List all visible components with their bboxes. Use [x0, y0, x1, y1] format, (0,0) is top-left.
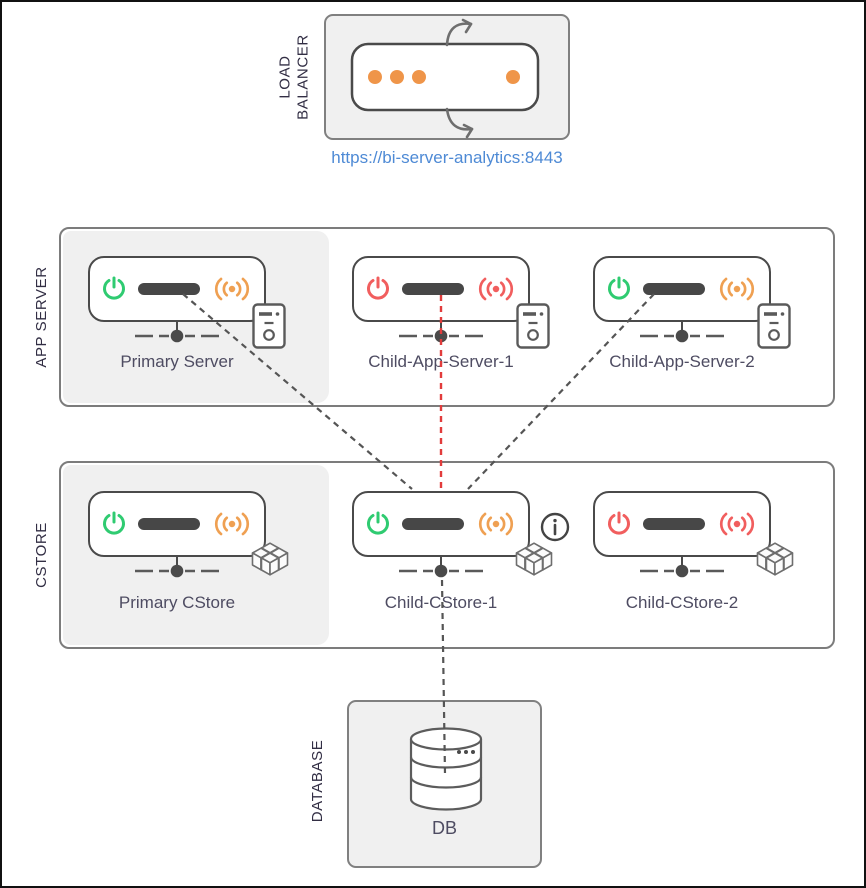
- db-node-label: DB: [431, 818, 457, 838]
- node-child-cstore-2: Child-CStore-2: [593, 491, 794, 612]
- node-box: [88, 491, 266, 557]
- server-tower-icon: [516, 303, 550, 349]
- network-connector-icon: [640, 318, 724, 343]
- node-box: [352, 256, 530, 322]
- signal-icon: [716, 276, 758, 302]
- status-bar: [402, 283, 464, 295]
- network-connector-icon: [399, 318, 483, 343]
- power-icon: [101, 275, 127, 303]
- node-label: Child-App-Server-2: [609, 352, 755, 371]
- load-balancer-section-label: LOAD BALANCER: [276, 34, 311, 120]
- node-label: Child-CStore-1: [384, 593, 498, 612]
- server-tower-icon: [757, 303, 791, 349]
- node-child-app-server-2: Child-App-Server-2: [593, 256, 791, 371]
- load-balancer-dots: [368, 70, 520, 84]
- node-child-cstore-1: Child-CStore-1: [352, 491, 570, 612]
- power-icon: [365, 510, 391, 538]
- package-boxes-icon: [753, 541, 797, 583]
- cstore-section-label: CSTORE: [33, 522, 51, 588]
- status-bar: [138, 283, 200, 295]
- node-primary-cstore: Primary CStore: [88, 491, 289, 612]
- status-bar: [643, 518, 705, 530]
- status-bar: [643, 283, 705, 295]
- node-box: [352, 491, 530, 557]
- power-icon: [365, 275, 391, 303]
- network-connector-icon: [640, 553, 724, 578]
- node-box: [593, 491, 771, 557]
- cycle-arrows-icon: [445, 18, 474, 139]
- server-tower-icon: [252, 303, 286, 349]
- node-label: Child-App-Server-1: [368, 352, 514, 371]
- node-label: Primary CStore: [118, 593, 236, 612]
- status-bar: [402, 518, 464, 530]
- signal-icon: [211, 276, 253, 302]
- signal-icon: [716, 511, 758, 537]
- info-icon[interactable]: [540, 512, 570, 542]
- load-balancer-url-link[interactable]: https://bi-server-analytics:8443: [331, 148, 563, 167]
- node-label: Primary Server: [120, 352, 234, 371]
- power-icon: [606, 275, 632, 303]
- signal-icon: [211, 511, 253, 537]
- network-connector-icon: [399, 553, 483, 578]
- package-boxes-icon: [512, 541, 556, 583]
- signal-icon: [475, 511, 517, 537]
- node-child-app-server-1: Child-App-Server-1: [352, 256, 550, 371]
- network-connector-icon: [135, 553, 219, 578]
- node-box: [593, 256, 771, 322]
- power-icon: [606, 510, 632, 538]
- database-cylinder-icon: [409, 727, 483, 811]
- node-label: Child-CStore-2: [625, 593, 739, 612]
- signal-icon: [475, 276, 517, 302]
- package-boxes-icon: [248, 541, 292, 583]
- node-box: [88, 256, 266, 322]
- power-icon: [101, 510, 127, 538]
- load-balancer-icon: [350, 18, 540, 139]
- app-server-section-label: APP SERVER: [33, 266, 51, 368]
- status-bar: [138, 518, 200, 530]
- network-connector-icon: [135, 318, 219, 343]
- database-section-label: DATABASE: [309, 739, 327, 823]
- node-primary-server: Primary Server: [88, 256, 286, 371]
